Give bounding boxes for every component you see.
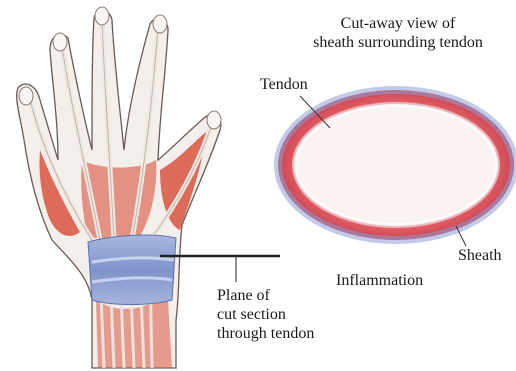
- plane-label-line-2: cut section: [217, 305, 314, 324]
- inflammation-label: Inflammation: [336, 272, 423, 290]
- title-line-1: Cut-away view of: [280, 14, 516, 33]
- diagram-title: Cut-away view of sheath surrounding tend…: [280, 14, 516, 52]
- tendon-label: Tendon: [260, 76, 308, 94]
- hand-illustration: [17, 7, 221, 368]
- title-line-2: sheath surrounding tendon: [280, 33, 516, 52]
- tendon-cross-section: [278, 90, 514, 240]
- plane-label: Plane of cut section through tendon: [217, 286, 314, 343]
- sheath-label: Sheath: [458, 247, 502, 265]
- plane-label-line-1: Plane of: [217, 286, 314, 305]
- wrist-sheath-band: [88, 235, 176, 304]
- plane-label-line-3: through tendon: [217, 324, 314, 343]
